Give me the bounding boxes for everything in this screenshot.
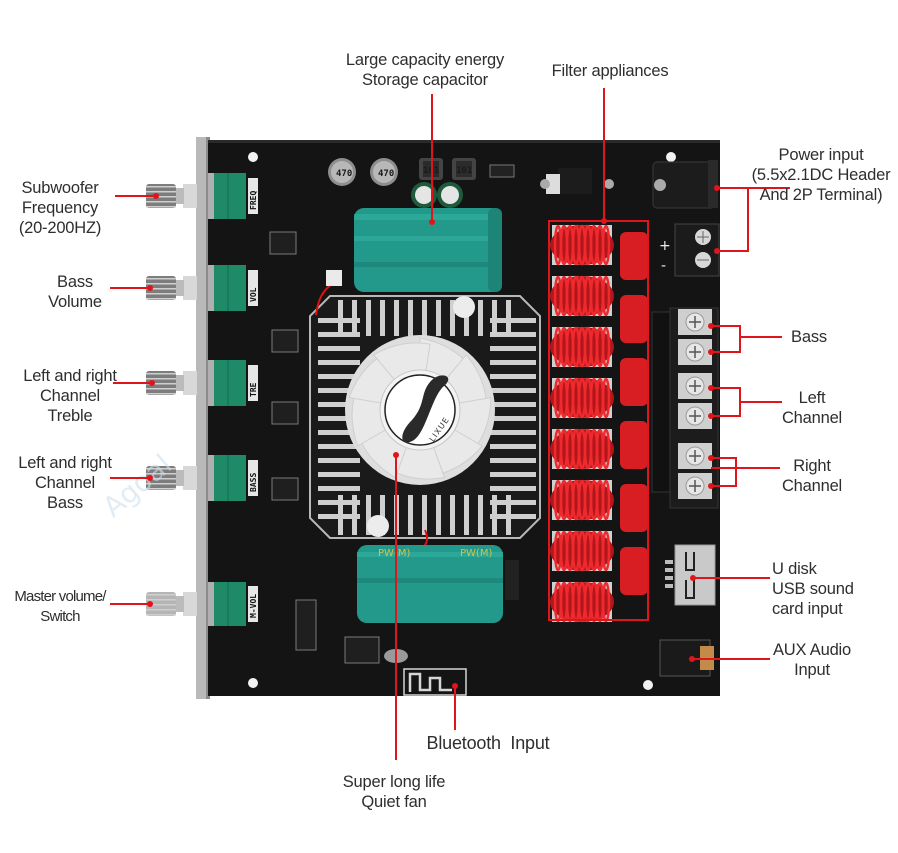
label-line: U disk bbox=[772, 560, 817, 578]
potentiometer[interactable]: M-VOL bbox=[146, 582, 258, 626]
label-line: USB sound bbox=[772, 580, 854, 598]
filter-capacitor bbox=[620, 295, 648, 343]
small-cap-marking: 470 bbox=[378, 169, 394, 179]
label-line: Left bbox=[798, 389, 826, 407]
pot-marking: FREQ bbox=[249, 191, 258, 210]
pot-marking: BASS bbox=[249, 473, 258, 492]
label-storage-capacitor: Large capacity energy Storage capacitor bbox=[330, 50, 520, 90]
potentiometer[interactable]: TRE bbox=[146, 360, 258, 406]
filter-highlight-box bbox=[548, 220, 649, 621]
label-power-input: Power input (5.5x2.1DC Header And 2P Ter… bbox=[744, 145, 898, 205]
callout-lines bbox=[110, 88, 790, 760]
capacitor-print: PW(M) bbox=[378, 548, 410, 559]
label-line: Input bbox=[794, 661, 830, 679]
label-line: Channel bbox=[781, 477, 843, 495]
potentiometer[interactable]: VOL bbox=[146, 265, 258, 311]
label-line: Left and right bbox=[23, 367, 117, 385]
filter-capacitor bbox=[620, 547, 648, 595]
label-line: Volume bbox=[48, 293, 102, 311]
label-line: Channel bbox=[39, 387, 101, 405]
label-aux-input: AUX Audio Input bbox=[762, 640, 862, 680]
knob-icon[interactable] bbox=[146, 592, 176, 616]
label-line: Left and right bbox=[18, 454, 112, 472]
label-quiet-fan: Super long life Quiet fan bbox=[326, 772, 462, 812]
filter-inductor-coil bbox=[550, 377, 614, 419]
label-line: Subwoofer bbox=[21, 179, 99, 197]
fan-logo-icon bbox=[402, 375, 449, 443]
label-line: (5.5x2.1DC Header bbox=[751, 166, 891, 184]
filter-capacitor bbox=[620, 421, 648, 469]
capacitor-print: PW(M) bbox=[460, 548, 492, 559]
label-lr-bass: Left and right Channel Bass bbox=[5, 453, 125, 513]
filter-capacitor bbox=[620, 358, 648, 406]
label-bass-output: Bass bbox=[784, 327, 834, 347]
label-line: card input bbox=[772, 600, 843, 618]
mounting-holes bbox=[248, 152, 676, 690]
label-line: Right bbox=[793, 457, 831, 475]
dc-power-jack bbox=[652, 160, 718, 209]
label-bluetooth-input: Bluetooth Input bbox=[408, 733, 568, 753]
label-bass-volume: Bass Volume bbox=[30, 272, 120, 312]
label-filter-appliances: Filter appliances bbox=[540, 61, 680, 81]
label-left-channel: Left Channel bbox=[772, 388, 852, 428]
speaker-terminal-block bbox=[651, 307, 719, 509]
label-line: Super long life bbox=[342, 773, 446, 791]
pot-marking: M-VOL bbox=[249, 594, 258, 618]
filter-inductor-coil bbox=[550, 530, 614, 572]
label-line: Bluetooth Input bbox=[426, 733, 550, 753]
label-subwoofer-frequency: Subwoofer Frequency (20-200HZ) bbox=[10, 178, 110, 238]
label-line: Master volume/ bbox=[14, 588, 106, 605]
label-usb-input: U disk USB sound card input bbox=[772, 559, 882, 619]
cooling-fan: LIXUE bbox=[345, 296, 495, 537]
storage-capacitor-top bbox=[354, 208, 502, 292]
filter-inductor-coil bbox=[550, 581, 614, 623]
minus-marking: - bbox=[661, 258, 666, 274]
label-line: Frequency bbox=[21, 199, 99, 217]
filter-inductor-coil bbox=[550, 275, 614, 317]
label-line: Channel bbox=[781, 409, 843, 427]
label-master-volume: Master volume/ Switch bbox=[2, 587, 118, 627]
filter-inductor-coil bbox=[550, 326, 614, 368]
label-line: Bass bbox=[791, 328, 827, 346]
label-right-channel: Right Channel bbox=[772, 456, 852, 496]
label-line: Treble bbox=[47, 407, 93, 425]
knob-icon[interactable] bbox=[146, 276, 176, 300]
ic-chips bbox=[269, 231, 380, 664]
pot-marking: TRE bbox=[249, 382, 258, 397]
label-line: (20-200HZ) bbox=[18, 219, 102, 237]
small-capacitors: 470 470 101 101 bbox=[328, 158, 515, 208]
usb-port bbox=[665, 544, 716, 606]
label-line: Large capacity energy bbox=[345, 51, 505, 69]
label-line: Filter appliances bbox=[551, 62, 669, 80]
small-cap-marking: 470 bbox=[336, 169, 352, 179]
diode bbox=[540, 168, 614, 194]
filter-inductor-coil bbox=[550, 479, 614, 521]
filter-capacitor bbox=[620, 484, 648, 532]
filter-capacitor bbox=[620, 232, 648, 280]
inductor-marking: 101 bbox=[456, 166, 472, 176]
label-line: AUX Audio bbox=[772, 641, 851, 659]
storage-capacitor-bottom: PW(M) PW(M) bbox=[357, 545, 519, 623]
potentiometer[interactable]: FREQ bbox=[146, 173, 258, 219]
knob-icon[interactable] bbox=[146, 184, 176, 208]
filter-inductor-coil bbox=[550, 224, 614, 266]
label-line: Switch bbox=[40, 608, 80, 625]
knob-icon[interactable] bbox=[146, 371, 176, 395]
label-line: Power input bbox=[778, 146, 864, 164]
pot-marking: VOL bbox=[249, 287, 258, 302]
potentiometer[interactable]: BASS bbox=[146, 455, 258, 501]
filter-inductor-coil bbox=[550, 428, 614, 470]
label-line: Bass bbox=[57, 273, 93, 291]
label-lr-treble: Left and right Channel Treble bbox=[10, 366, 130, 426]
label-line: Quiet fan bbox=[361, 793, 427, 811]
plus-marking: + bbox=[659, 238, 671, 254]
label-line: Storage capacitor bbox=[362, 71, 488, 89]
label-line: Bass bbox=[47, 494, 83, 512]
label-line: Channel bbox=[34, 474, 96, 492]
knob-icon[interactable] bbox=[146, 466, 176, 490]
label-line: And 2P Terminal) bbox=[759, 186, 883, 204]
